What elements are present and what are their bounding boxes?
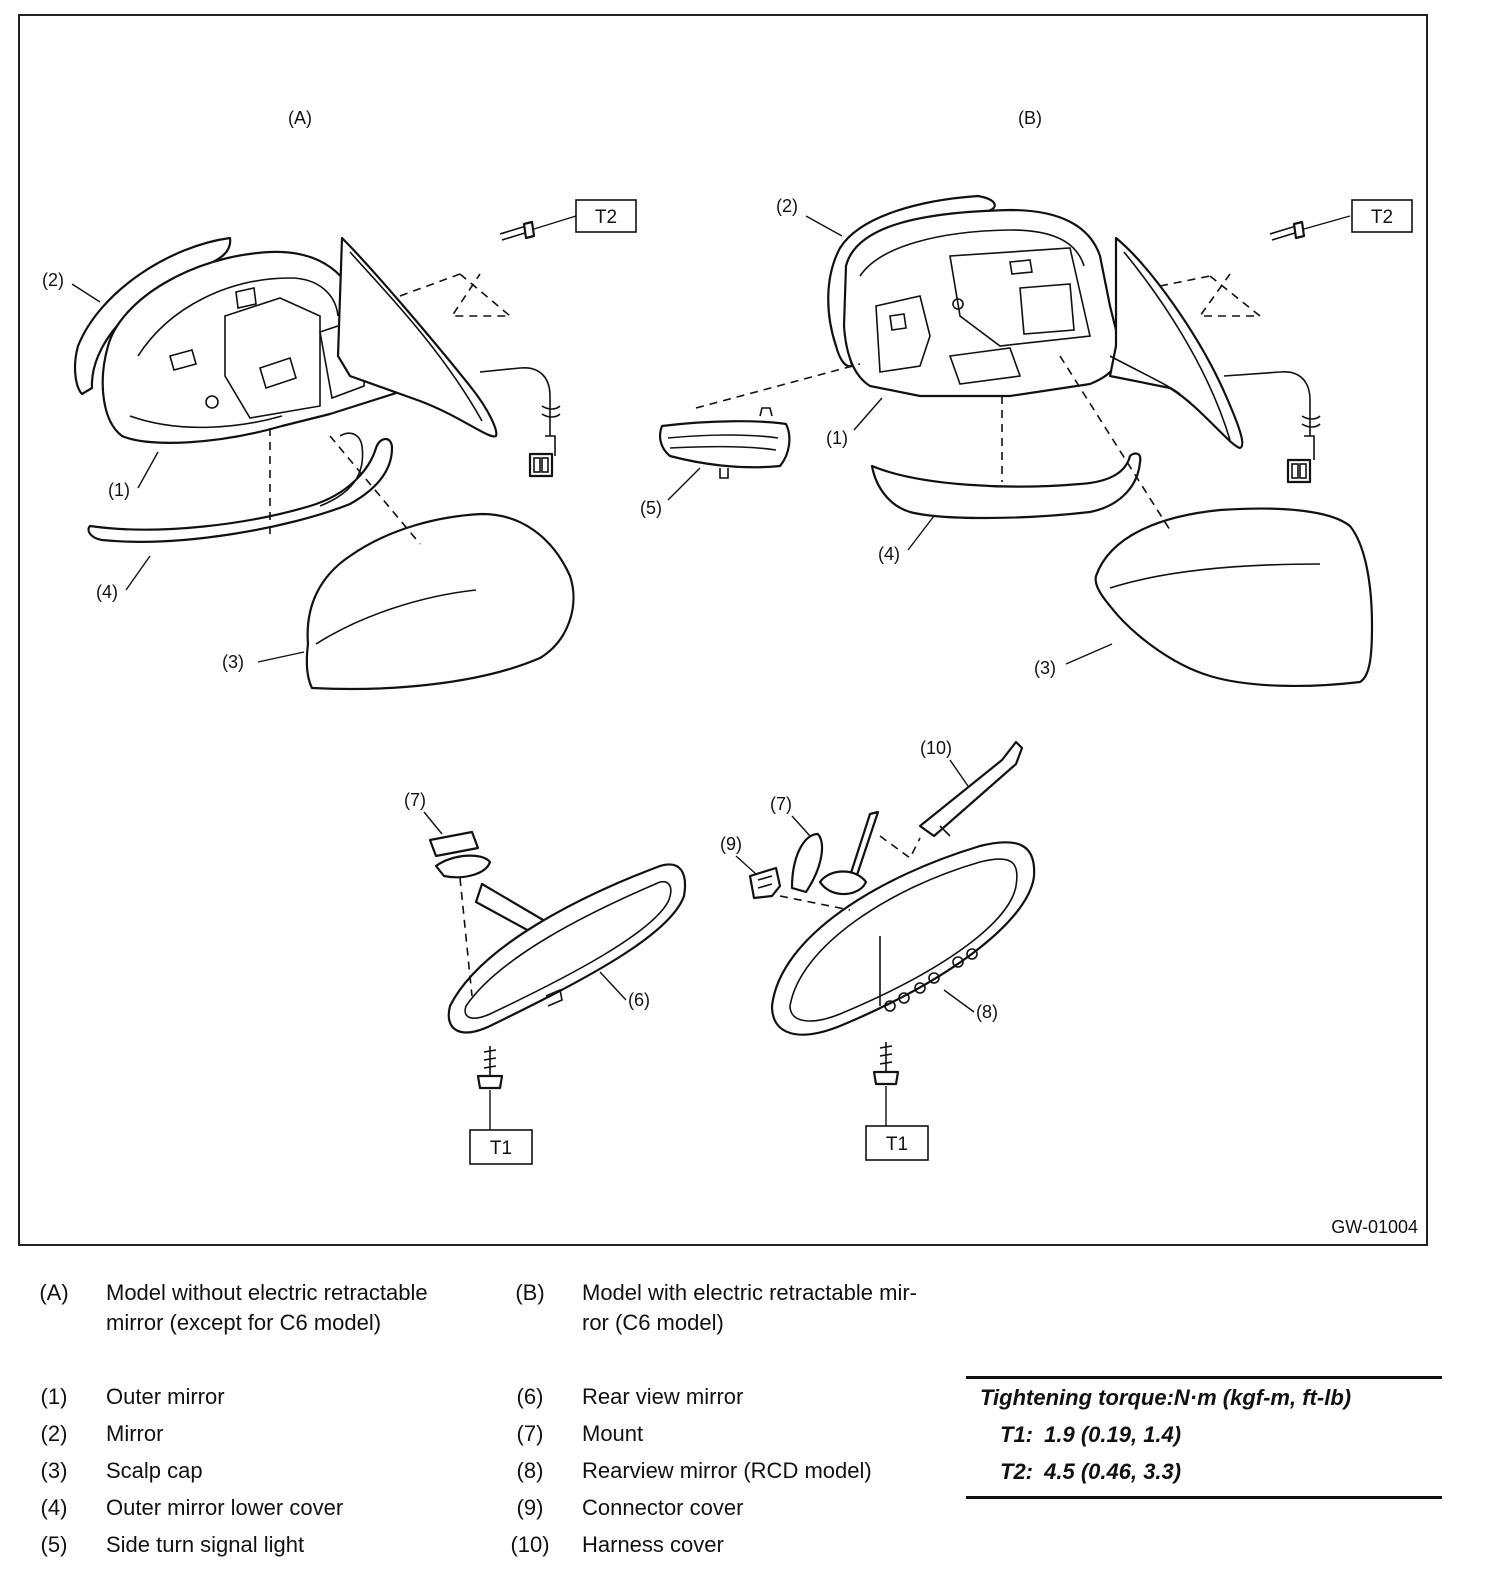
torque-row-t2: T2: 4.5 (0.46, 3.3) <box>966 1453 1442 1490</box>
svg-text:T1: T1 <box>490 1138 512 1159</box>
legend-part-num: (7) <box>516 1421 544 1446</box>
callout-10: (10) <box>920 738 952 758</box>
callout-3-b: (3) <box>1034 658 1056 678</box>
legend-part-num: (5) <box>40 1532 68 1557</box>
scalp-cap-b <box>1094 507 1374 688</box>
outer-mirror-a-assembly <box>73 215 577 691</box>
variant-a-label: (A) <box>288 108 312 128</box>
legend-variant-b-line1: Model with electric retractable mir- <box>582 1280 917 1305</box>
torque-code: T1: <box>1000 1422 1033 1447</box>
torque-title: Tightening torque:N·m (kgf-m, ft-lb) <box>980 1385 1352 1410</box>
screw-t1-right <box>872 1042 900 1086</box>
torque-code: T2: <box>1000 1459 1033 1484</box>
callout-1-b: (1) <box>826 428 848 448</box>
callout-1-a: (1) <box>108 480 130 500</box>
callout-2-a: (2) <box>42 270 64 290</box>
callout-4-a: (4) <box>96 582 118 602</box>
scalp-cap-a <box>305 512 575 691</box>
legend-part-name: Connector cover <box>582 1495 744 1520</box>
callout-3-a: (3) <box>222 652 244 672</box>
callout-6: (6) <box>628 990 650 1010</box>
bolt-t2-b <box>1269 220 1306 241</box>
legend-part-name: Mirror <box>106 1421 164 1446</box>
svg-text:T2: T2 <box>595 207 617 228</box>
rear-view-mirror-assembly <box>428 830 687 1130</box>
legend-variant-a-line2: mirror (except for C6 model) <box>106 1310 382 1335</box>
svg-text:T2: T2 <box>1371 207 1393 228</box>
torque-tag-t1-right: T1 <box>865 1125 929 1161</box>
legend-part-num: (2) <box>40 1421 68 1446</box>
exploded-view-drawing: (A) (B) <box>42 108 1413 1165</box>
mount-pad-left <box>428 830 480 858</box>
torque-tag-t2-a: T2 <box>575 199 637 233</box>
harness-cover <box>918 740 1024 838</box>
legend-part-num: (4) <box>40 1495 68 1520</box>
legend-part-name: Harness cover <box>582 1532 724 1557</box>
mount-pad-right <box>790 832 824 894</box>
legend-part-num: (8) <box>516 1458 544 1483</box>
screw-t1-left <box>476 1046 504 1090</box>
legend-part-num: (6) <box>516 1384 544 1409</box>
figure-id: GW-01004 <box>1331 1217 1418 1237</box>
legend-variant-a-key: (A) <box>39 1280 69 1305</box>
legend-part-name: Outer mirror lower cover <box>106 1495 344 1520</box>
callout-2-b: (2) <box>776 196 798 216</box>
torque-tag-t2-b: T2 <box>1351 199 1413 233</box>
callout-8: (8) <box>976 1002 998 1022</box>
callout-9: (9) <box>720 834 742 854</box>
legend-part-name: Mount <box>582 1421 644 1446</box>
diagram-frame: (A) (B) <box>18 14 1428 1246</box>
side-turn-signal-b <box>659 420 791 469</box>
legend-part-num: (10) <box>510 1532 550 1557</box>
legend-part-name: Rear view mirror <box>582 1384 744 1409</box>
rearview-mirror-rcd-assembly <box>748 740 1036 1126</box>
torque-value: 1.9 (0.19, 1.4) <box>1044 1422 1182 1447</box>
variant-b-label: (B) <box>1018 108 1042 128</box>
door-base-b <box>1108 236 1244 450</box>
outer-mirror-housing-b <box>842 208 1122 398</box>
connector-cover <box>748 866 782 900</box>
legend-part-name: Side turn signal light <box>106 1532 305 1557</box>
door-base-a <box>336 236 498 438</box>
lower-cover-b <box>870 452 1142 520</box>
rear-view-mirror-body <box>447 863 687 1034</box>
legend-variant-b-key: (B) <box>515 1280 545 1305</box>
connector-a <box>528 452 554 478</box>
legend-variant-a-line1: Model without electric retractable <box>106 1280 428 1305</box>
torque-row-t1: T1: 1.9 (0.19, 1.4) <box>966 1416 1442 1453</box>
legend-part-name: Rearview mirror (RCD model) <box>582 1458 872 1483</box>
legend-part-num: (1) <box>40 1384 68 1409</box>
bolt-t2-a <box>499 220 536 241</box>
callout-4-b: (4) <box>878 544 900 564</box>
mount-base-left <box>434 854 492 879</box>
callout-7-right: (7) <box>770 794 792 814</box>
connector-b <box>1286 458 1312 484</box>
torque-tag-t1-left: T1 <box>469 1129 533 1165</box>
legend-part-num: (9) <box>516 1495 544 1520</box>
torque-value: 4.5 (0.46, 3.3) <box>1044 1459 1182 1484</box>
legend-part-num: (3) <box>40 1458 68 1483</box>
rearview-mirror-rcd-body <box>770 841 1036 1036</box>
callout-5-b: (5) <box>640 498 662 518</box>
outer-mirror-b-assembly <box>659 194 1374 688</box>
callout-7-left: (7) <box>404 790 426 810</box>
legend-part-name: Scalp cap <box>106 1458 203 1483</box>
svg-text:T1: T1 <box>886 1134 908 1155</box>
legend-variant-b-line2: ror (C6 model) <box>582 1310 724 1335</box>
torque-table: Tightening torque:N·m (kgf-m, ft-lb) T1:… <box>966 1376 1442 1499</box>
legend-part-name: Outer mirror <box>106 1384 225 1409</box>
